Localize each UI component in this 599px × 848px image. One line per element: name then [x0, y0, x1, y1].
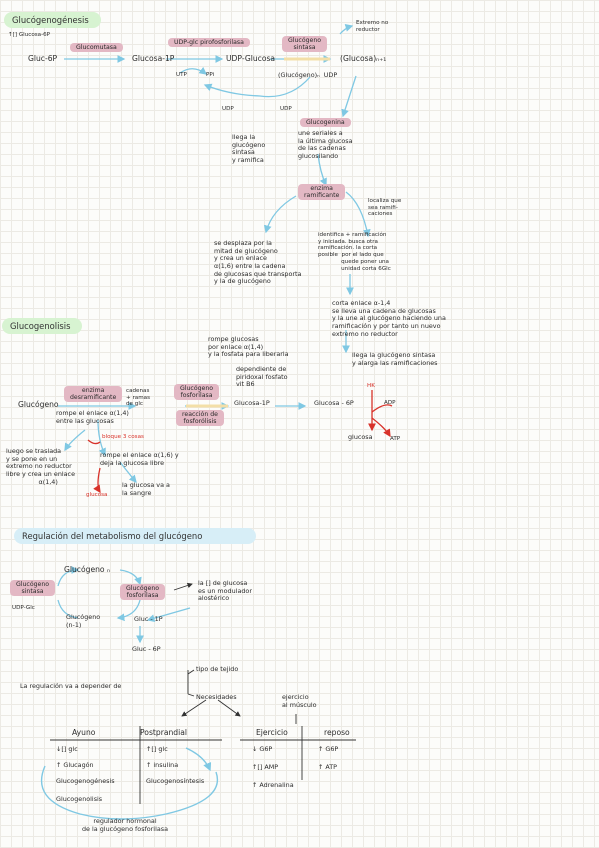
postprandial-item: ↑[] glc — [146, 745, 168, 753]
enzyme-glucogeno-sintasa-reg: Glucógeno sintasa — [10, 580, 56, 597]
ejercicio-item: ↑ Adrenalina — [252, 781, 294, 789]
enzyme-glucogeno-fosforilasa-reg: Glucógeno fosforilasa — [120, 584, 166, 601]
label-glucogeno: Glucógeno — [18, 400, 59, 409]
label-gluc6p-reg: Gluc - 6P — [132, 645, 161, 653]
label-ejercicio-musculo: ejercicio al músculo — [282, 693, 317, 709]
text-alarga-ramificaciones: llega la glucógeno sintasa y alarga las … — [352, 351, 438, 367]
label-hk: HK — [367, 383, 375, 389]
text-identifica: identifica + ramificación y iniciada. bu… — [318, 232, 391, 272]
subtitle-glucosa6p: ↑[] Glucosa-6P — [8, 32, 51, 38]
section-title-glucogenolisis: Glucogenolisis — [2, 318, 83, 334]
label-gluc1p: Glucosa-1P — [132, 54, 175, 63]
label-glucosa-libre: glucosa — [86, 492, 108, 498]
label-gluc6p: Gluc-6P — [28, 54, 58, 63]
label-adp: ADP — [384, 400, 396, 406]
postprandial-item: ↑ insulina — [146, 761, 179, 769]
ejercicio-item: ↓ G6P — [252, 745, 273, 753]
text-regulacion-depende: La regulación va a depender de — [20, 682, 122, 690]
ayuno-item: Glucogenolisis — [56, 795, 103, 803]
text-piridoxal-fosfato: dependiente de piridoxal fosfato vit B6 — [236, 365, 288, 389]
label-glucogeno-n: Glucógeno ₙ — [64, 565, 111, 574]
label-glucogeno-n-1: Glucógeno (n-1) — [66, 613, 101, 629]
enzyme-glucogeno-fosforilasa: Glucógeno fosforilasa — [174, 384, 220, 401]
label-glucosa1p: Glucosa-1P — [234, 399, 270, 407]
label-glucosa-n1: (Glucosa)ₙ₊₁ — [340, 54, 387, 63]
enzyme-pirofosforilasa: UDP-glc pirofosforilasa — [168, 38, 250, 48]
label-udp-right: UDP — [280, 106, 292, 112]
ayuno-item: ↑ Glucagón — [56, 761, 94, 769]
text-cadenas-ramas: cadenas + ramas de glc — [126, 388, 150, 408]
text-luego-traslada: luego se traslada y se pone en un extrem… — [6, 447, 76, 486]
note-modulador-alosterico: la [] de glucosa es un modulador alostér… — [198, 579, 252, 603]
header-ejercicio: Ejercicio — [256, 728, 288, 737]
enzyme-glucogenina: Glucogenina — [300, 118, 351, 128]
enzyme-desramificante: enzima desramificante — [64, 386, 123, 403]
note-regulador-hormonal: regulador hormonal de la glucógeno fosfo… — [82, 817, 169, 833]
label-glucogeno-n-udp: (Glucógeno)ₙ UDP — [278, 71, 338, 79]
enzyme-glucogeno-sintasa: Glucógeno sintasa — [282, 36, 328, 53]
text-glucosa-sangre: la glucosa va a la sangre — [122, 481, 170, 497]
label-glucosa: glucosa — [348, 433, 373, 441]
note-extremo-no-reductor: Extremo no reductor — [356, 20, 389, 33]
text-localiza-ramificaciones: localiza que sea ramifi- caciones — [368, 198, 402, 218]
label-atp: ATP — [390, 436, 401, 442]
label-udp-left: UDP — [222, 106, 234, 112]
text-glucogenina: une seriales a la última glucosa de las … — [298, 129, 353, 161]
regulador-loop — [40, 765, 218, 820]
text-corta-enlace: corta enlace α-1,4 se lleva una cadena d… — [332, 299, 446, 338]
header-postprandial: Postprandial — [140, 728, 187, 737]
label-ppi: PPi — [206, 72, 215, 78]
enzyme-glucomutasa: Glucomutasa — [70, 43, 123, 53]
text-llega-glucogeno-sintasa: llega la glucógeno sintasa y ramifica — [232, 133, 266, 165]
reposo-item: ↑ ATP — [318, 763, 338, 771]
label-necesidades: Necesidades — [196, 693, 237, 701]
enzyme-ramificante: enzima ramificante — [298, 184, 346, 201]
label-utp: UTP — [176, 72, 187, 78]
reposo-item: ↑ G6P — [318, 745, 339, 753]
note-bloque-3-cosas: bloque 3 cosas — [102, 434, 144, 440]
section-title-glucogenogenesis: Glucógenogénesis — [4, 12, 101, 28]
label-fosforolisis: reacción de fosforólisis — [176, 410, 224, 427]
text-desplaza: se desplaza por la mitad de glucógeno y … — [214, 239, 302, 286]
ayuno-item: ↓[] glc — [56, 745, 78, 753]
label-tipo-tejido: tipo de tejido — [196, 665, 239, 673]
text-rompe-glucosas: rompe glucosas por enlace α(1,4) y la fo… — [208, 335, 289, 359]
section-title-regulacion: Regulación del metabolismo del glucógeno — [14, 528, 256, 544]
label-gluc1p-reg: Gluc - 1P — [134, 615, 163, 623]
ayuno-item: Glucogenogénesis — [56, 777, 115, 785]
postprandial-item: Glucogenosíntesis — [146, 777, 205, 785]
ejercicio-item: ↑[] AMP — [252, 763, 279, 771]
label-glucosa6p: Glucosa - 6P — [314, 399, 354, 407]
label-udpglc-reg: UDP-Glc — [12, 605, 35, 611]
text-rompe-enlace-16: rompe el enlace α(1,6) y deja la glucosa… — [100, 451, 179, 467]
header-ayuno: Ayuno — [72, 728, 96, 737]
header-reposo: reposo — [324, 728, 350, 737]
text-rompe-enlace-14: rompe el enlace α(1,4) entre las glucosa… — [56, 409, 129, 425]
label-udpglc: UDP-Glucosa — [226, 54, 276, 63]
